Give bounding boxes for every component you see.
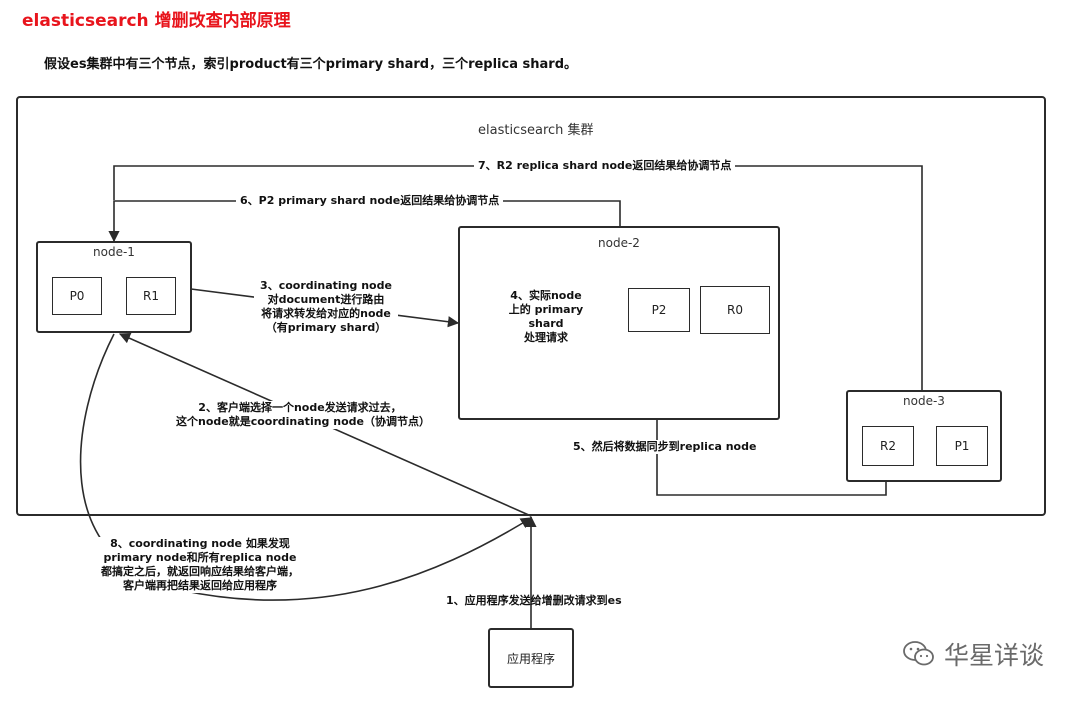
shard-p0: P0	[52, 277, 102, 315]
app-box: 应用程序	[488, 628, 574, 688]
cluster-label: elasticsearch 集群	[478, 123, 594, 138]
step8-label: 8、coordinating node 如果发现 primary node和所有…	[80, 537, 320, 593]
node-1-label: node-1	[93, 245, 135, 259]
shard-r1: R1	[126, 277, 176, 315]
step5-label: 5、然后将数据同步到replica node	[570, 440, 760, 454]
watermark: 华星详谈	[902, 636, 1044, 672]
step7-label: 7、R2 replica shard node返回结果给协调节点	[474, 159, 736, 173]
step1-label: 1、应用程序发送给增删改请求到es	[446, 594, 622, 607]
shard-p2: P2	[628, 288, 690, 332]
wechat-icon	[903, 641, 934, 666]
page-subtitle: 假设es集群中有三个节点，索引product有三个primary shard，三…	[44, 57, 578, 72]
step2-label: 2、客户端选择一个node发送请求过去， 这个node就是coordinatin…	[176, 401, 430, 429]
step3-label: 3、coordinating node 对document进行路由 将请求转发给…	[254, 279, 398, 335]
app-label: 应用程序	[506, 651, 555, 666]
step4-label: 4、实际node 上的 primary shard 处理请求	[504, 289, 588, 345]
node-3-box: node-3 R2 P1	[846, 390, 1002, 482]
watermark-text: 华星详谈	[944, 641, 1045, 670]
step6-label: 6、P2 primary shard node返回结果给协调节点	[236, 194, 504, 208]
node-3-label: node-3	[903, 394, 945, 408]
shard-r0: R0	[700, 286, 770, 334]
node-1-box: node-1 P0 R1	[36, 241, 192, 333]
shard-p1: P1	[936, 426, 988, 466]
shard-r2: R2	[862, 426, 914, 466]
page-title: elasticsearch 增删改查内部原理	[22, 11, 291, 31]
node-2-label: node-2	[598, 236, 640, 250]
cluster-box	[16, 96, 1046, 516]
